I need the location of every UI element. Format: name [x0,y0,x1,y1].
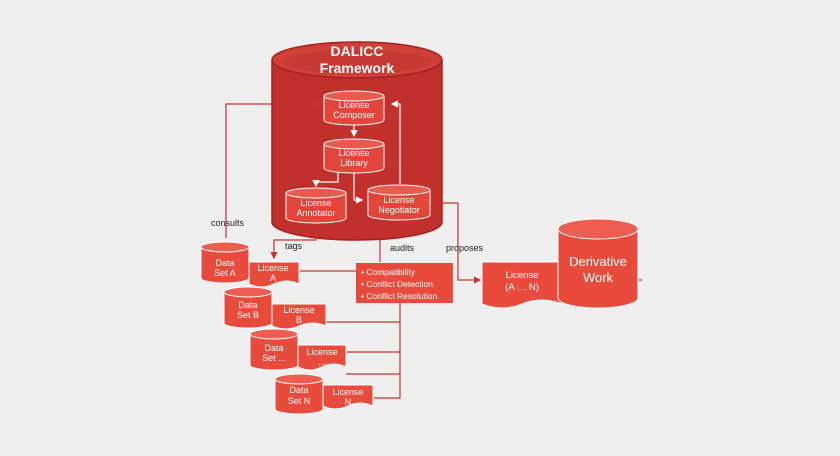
dataset-dots-line1: Data [264,343,283,353]
license-n-line2: N [345,397,352,407]
output-license-line2: (A … N) [505,282,539,293]
license-dots-line2: ... [318,357,326,367]
framework-title-line1: DALICC [331,43,384,59]
output-license[interactable]: License (A … N) [481,261,563,309]
license-a[interactable]: License A [248,261,300,288]
license-b[interactable]: License B [271,303,327,330]
negotiator-to-composer-arrow [390,100,401,184]
dataset-a[interactable]: Data Set A [200,241,250,284]
proposes-arrow [431,202,482,284]
library-line2: Library [340,158,368,168]
license-library[interactable]: License Library [323,138,385,174]
annotator-line1: License [300,198,331,208]
license-negotiator[interactable]: License Negotiator [367,184,431,221]
dataset-b-line2: Set B [237,310,259,320]
dataset-n-line1: Data [289,385,308,395]
framework-title-line2: Framework [320,60,395,76]
license-dots[interactable]: License ... [297,344,347,371]
dataset-dots[interactable]: Data Set ... [249,328,299,371]
consults-arrow [225,100,320,238]
composer-line2: Composer [333,110,375,120]
internal-connectors [312,100,401,204]
tags-label: tags [285,241,303,251]
license-annotator[interactable]: License Annotator [285,187,347,224]
license-n[interactable]: License N [322,384,374,410]
dataset-n[interactable]: Data Set N [274,373,324,415]
derivative-line1: Derivative [569,254,627,269]
external-connectors [225,100,642,399]
dataset-a-line2: Set A [214,268,236,278]
checks-box: • Compatibility • Conflict Detection • C… [356,263,453,303]
library-line1: License [338,148,369,158]
check-conflict-resolution: • Conflict Resolution [361,291,437,301]
output-license-line1: License [506,270,539,281]
dataset-n-line2: Set N [288,396,311,406]
negotiator-line1: License [383,195,414,205]
license-a-line2: A [270,273,276,283]
composer-line1: License [338,100,369,110]
license-b-line2: B [296,315,302,325]
library-to-negotiator-arrow [353,173,364,204]
license-a-line1: License [257,263,288,273]
check-compatibility: • Compatibility [361,267,416,277]
license-n-line1: License [332,387,363,397]
license-composer[interactable]: License Composer [323,90,385,126]
dataset-a-line1: Data [215,258,234,268]
library-to-annotator-arrow [312,173,339,188]
check-conflict-detection: • Conflict Detection [361,279,433,289]
derivative-work[interactable]: Derivative Work [557,218,639,309]
dataset-b-line1: Data [238,300,257,310]
audits-bus [374,302,401,399]
dataset-dots-line2: Set ... [262,353,286,363]
consults-label: consults [211,218,245,228]
proposes-label: proposes [446,243,484,253]
license-dots-line1: License [306,347,337,357]
license-b-line1: License [283,305,314,315]
negotiator-line2: Negotiator [378,205,420,215]
annotator-line2: Annotator [296,208,335,218]
audits-label: audits [390,243,415,253]
dataset-b[interactable]: Data Set B [223,286,273,329]
derivative-line2: Work [583,270,614,285]
tags-arrow [270,231,317,260]
